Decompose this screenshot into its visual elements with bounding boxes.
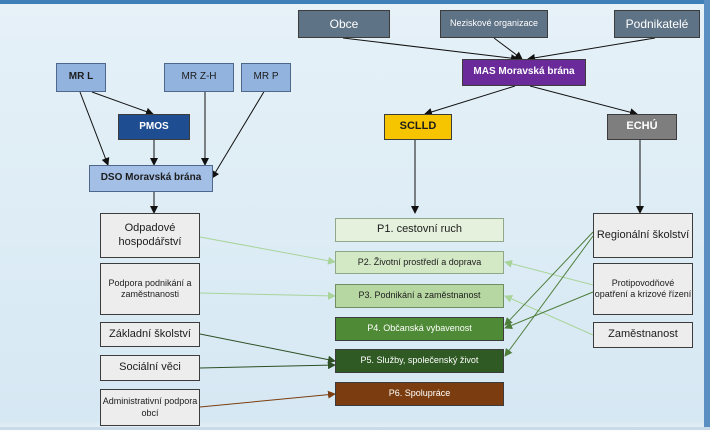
mr-l-label: MR L [68, 71, 94, 83]
zamestnanost-box[interactable]: Zaměstnanost [593, 322, 693, 348]
pmos-label: PMOS [139, 120, 169, 132]
obce-label: Obce [329, 16, 359, 31]
priority-p5-box[interactable]: P5. Služby, společenský život [335, 349, 504, 373]
protipovodnove-opatreni-label: Protipovodňové opatření a krizové řízení [594, 277, 692, 299]
socialni-veci-label: Sociální věci [119, 361, 181, 374]
regionalni-skolstvi-label: Regionální školství [596, 228, 690, 241]
odpadove-hospodarstvi-label: Odpadové hospodářství [118, 221, 182, 248]
mr-p-box[interactable]: MR P [241, 63, 291, 92]
mas-label: MAS Moravská brána [473, 66, 575, 78]
administrativni-podpora-box[interactable]: Administrativní podpora obcí [100, 389, 200, 426]
podpora-podnikani-box[interactable]: Podpora podnikání a zaměstnanosti [100, 263, 200, 315]
dso-moravska-brana-box[interactable]: DSO Moravská brána [89, 165, 213, 192]
mr-z-h-box[interactable]: MR Z-H [164, 63, 234, 92]
zakladni-skolstvi-box[interactable]: Základní školství [100, 322, 200, 347]
mr-l-box[interactable]: MR L [56, 63, 106, 92]
pmos-box[interactable]: PMOS [118, 114, 190, 140]
zamestnanost-label: Zaměstnanost [608, 328, 678, 341]
priority-p5-label: P5. Služby, společenský život [360, 355, 479, 366]
regionalni-skolstvi-box[interactable]: Regionální školství [593, 213, 693, 258]
zakladni-skolstvi-label: Základní školství [109, 327, 191, 340]
neziskove-organizace-box[interactable]: Neziskové organizace [440, 10, 548, 38]
window-right-border [704, 0, 710, 430]
socialni-veci-box[interactable]: Sociální věci [100, 355, 200, 381]
scllld-box[interactable]: SCLLD [384, 114, 452, 140]
priority-p1-box[interactable]: P1. cestovní ruch [335, 218, 504, 242]
priority-p3-label: P3. Podnikání a zaměstnanost [358, 290, 481, 301]
priority-p4-box[interactable]: P4. Občanská vybavenost [335, 317, 504, 341]
podnikatele-label: Podnikatelé [625, 16, 689, 31]
priority-p2-label: P2. Životní prostředí a doprava [357, 256, 482, 267]
podnikatele-box[interactable]: Podnikatelé [614, 10, 700, 38]
priority-p6-box[interactable]: P6. Spolupráce [335, 382, 504, 406]
priority-p4-label: P4. Občanská vybavenost [367, 323, 472, 334]
window-bottom-border [0, 427, 710, 430]
mr-p-label: MR P [253, 71, 279, 83]
echu-box[interactable]: ECHÚ [607, 114, 677, 140]
mas-box[interactable]: MAS Moravská brána [462, 59, 586, 86]
obce-box[interactable]: Obce [298, 10, 390, 38]
scllld-label: SCLLD [399, 120, 437, 133]
neziskove-organizace-label: Neziskové organizace [449, 18, 539, 29]
administrativni-podpora-label: Administrativní podpora obcí [102, 396, 198, 418]
echu-label: ECHÚ [626, 120, 658, 133]
priority-p1-label: P1. cestovní ruch [377, 223, 462, 236]
mr-z-h-label: MR Z-H [181, 71, 217, 83]
priority-p6-label: P6. Spolupráce [388, 388, 451, 399]
priority-p3-box[interactable]: P3. Podnikání a zaměstnanost [335, 284, 504, 308]
protipovodnove-opatreni-box[interactable]: Protipovodňové opatření a krizové řízení [593, 263, 693, 315]
odpadove-hospodarstvi-box[interactable]: Odpadové hospodářství [100, 213, 200, 258]
dso-moravska-brana-label: DSO Moravská brána [100, 172, 202, 184]
priority-p2-box[interactable]: P2. Životní prostředí a doprava [335, 251, 504, 274]
window-top-border [0, 0, 710, 4]
podpora-podnikani-label: Podpora podnikání a zaměstnanosti [108, 277, 192, 299]
